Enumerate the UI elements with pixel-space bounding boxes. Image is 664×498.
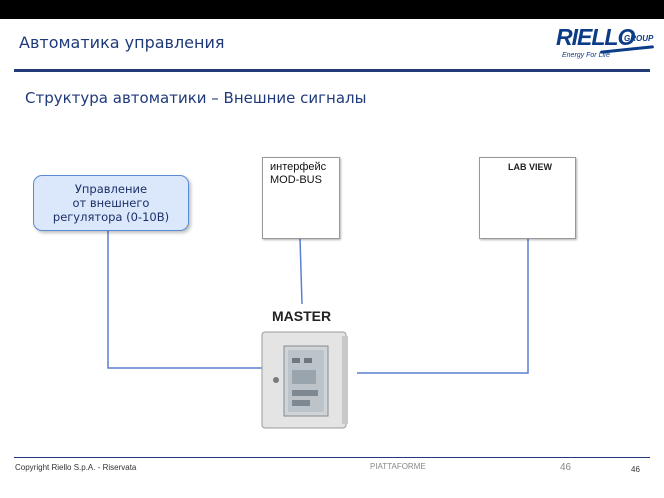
footer-section-name: PIATTAFORME	[370, 462, 426, 471]
connector-control-to-master	[107, 229, 262, 369]
footer-divider	[14, 457, 650, 458]
footer-copyright: Copyright Riello S.p.A. - Riservata	[15, 463, 137, 472]
master-cabinet-image	[261, 331, 348, 429]
connector-labview-to-master	[357, 238, 529, 374]
logo-tagline: Energy For Life	[562, 52, 610, 59]
external-controller-label: Управление от внешнего регулятора (0-10В…	[52, 182, 170, 224]
connector-modbus-to-master	[299, 237, 303, 305]
labview-box: LAB VIEW	[479, 157, 576, 239]
logo-group-text: GROUP	[624, 34, 654, 43]
external-controller-box: Управление от внешнего регулятора (0-10В…	[33, 175, 189, 231]
modbus-label: интерфейс MOD-BUS	[270, 161, 327, 186]
modbus-interface-box: интерфейс MOD-BUS	[262, 157, 340, 239]
master-label: MASTER	[272, 308, 332, 324]
slide-subtitle: Структура автоматики – Внешние сигналы	[25, 89, 367, 107]
slide-title: Автоматика управления	[19, 33, 225, 52]
footer-center-number: 46	[560, 462, 572, 473]
title-divider	[14, 69, 650, 72]
page-number: 46	[631, 465, 640, 474]
labview-label: LAB VIEW	[508, 162, 552, 172]
riello-logo: RIELLO GROUP Energy For Life	[556, 24, 656, 66]
logo-wordmark: RIELLO	[556, 24, 635, 50]
top-bar	[0, 0, 664, 19]
